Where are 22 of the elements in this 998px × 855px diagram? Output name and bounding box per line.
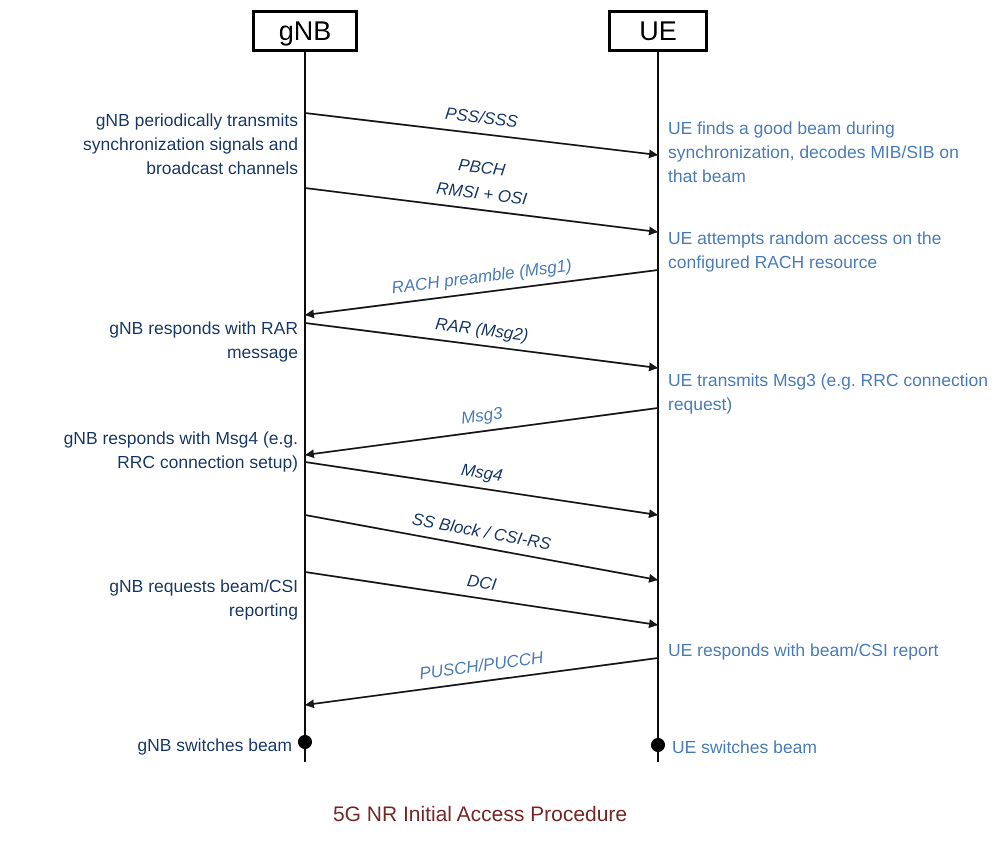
message-arrow [304,571,658,628]
annotation-text: UE responds with beam/CSI report [668,639,940,662]
annotation-text: UE finds a good beam during synchronization, decodes MIB/SIB on that beam [668,117,960,188]
annotation-text: gNB responds with Msg4 (e.g. RRC connection setup) [62,427,298,474]
annotation-text: gNB responds with RAR message [108,317,298,364]
annotation-text: gNB periodically transmits synchronization signals and broadcast channels [82,109,298,180]
annotation-text: UE attempts random access on the configured RACH resource [668,227,942,274]
participant-box: UE [608,10,708,52]
annotation-text: UE transmits Msg3 (e.g. RRC connection request) [668,369,989,416]
event-note: gNB switches beam [136,734,292,757]
message-arrow [304,407,658,458]
event-note: UE switches beam [672,736,818,759]
participant-box: gNB [252,10,358,52]
message-arrow [304,322,658,372]
message-arrow [304,657,658,708]
caption: 5G NR Initial Access Procedure [332,803,628,827]
message-arrow [304,269,658,318]
message-arrow [304,461,658,518]
message-arrow [304,187,658,236]
message-arrow [304,112,658,158]
message-arrow [304,514,658,583]
annotation-text: gNB requests beam/CSI reporting [108,575,298,622]
